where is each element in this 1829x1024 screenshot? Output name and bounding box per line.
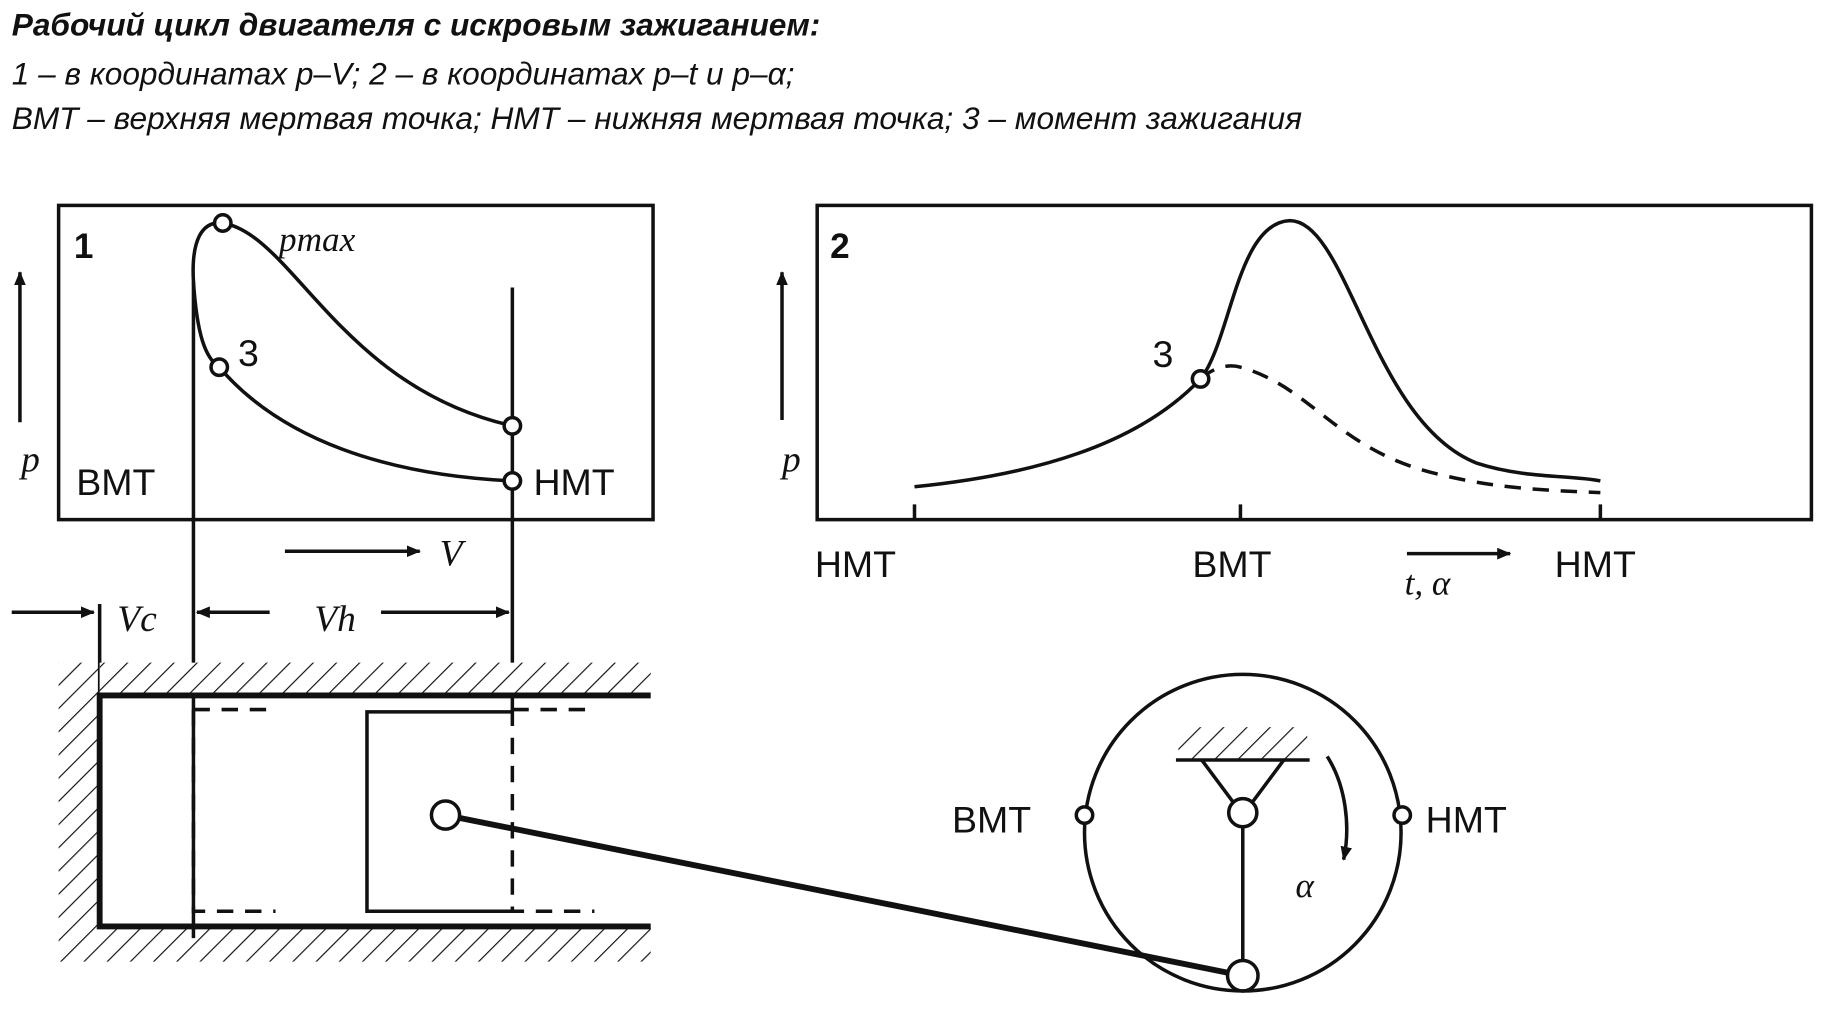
motoring-pressure-curve	[1199, 364, 1601, 495]
bdc-point	[502, 470, 523, 491]
crank-angle-label: α	[1296, 866, 1316, 905]
caption-line-3: ВМТ – верхняя мертвая точка; НМТ – нижня…	[12, 100, 1302, 136]
caption-line-2: 1 – в координатах p–V; 2 – в координатах…	[12, 56, 795, 92]
pt-p-label: p	[779, 440, 801, 481]
rotation-arrow-icon	[1325, 755, 1353, 861]
crank-tdc-label: ВМТ	[952, 799, 1031, 841]
pt-frame	[815, 203, 1814, 522]
compression-curve	[191, 281, 513, 483]
pt-ignition-label: 3	[1153, 333, 1174, 375]
pv-p-label: p	[18, 440, 40, 481]
pmax-label: pmax	[276, 220, 356, 259]
pt-tdc-label: ВМТ	[1192, 543, 1271, 585]
pt-diagram: 2 p 3 НМТ ВМТ НМТ t, α	[776, 203, 1814, 603]
crankshaft-center	[1226, 796, 1259, 829]
pv-frame	[56, 203, 655, 522]
cylinder-wall	[96, 692, 651, 930]
crank-bdc-point	[1392, 805, 1413, 826]
bdc-piston-outline	[510, 707, 595, 913]
v-axis-label: V	[440, 533, 467, 574]
pv-tdc-label: ВМТ	[76, 461, 155, 503]
crank-bdc-label: НМТ	[1426, 799, 1507, 841]
crank-pin	[1225, 958, 1260, 993]
connecting-rod	[444, 812, 1244, 979]
pt-x-axis-label: t, α	[1405, 564, 1452, 603]
piston-pin	[429, 799, 462, 831]
pv-ignition-label: 3	[238, 332, 259, 374]
ignition-point	[209, 357, 230, 378]
crank-tdc-point	[1074, 805, 1095, 826]
pt-bdc-left-label: НМТ	[815, 543, 896, 585]
combustion-pressure-curve	[914, 218, 1601, 489]
exhaust-point	[502, 415, 523, 436]
vc-label: Vc	[117, 599, 157, 640]
crank-mechanism: ВМТ НМТ α	[952, 672, 1507, 993]
tdc-piston-outline	[191, 707, 276, 913]
pmax-point	[212, 213, 233, 233]
pt-number: 2	[830, 227, 850, 266]
vh-label: Vh	[314, 599, 356, 640]
pv-diagram: 1 p pmax 3 ВМТ НМТ V Vc Vh	[11, 203, 655, 939]
piston	[365, 710, 513, 913]
pv-number: 1	[74, 227, 94, 266]
pt-ignition-point	[1190, 368, 1211, 389]
pt-bdc-right-label: НМТ	[1555, 543, 1636, 585]
expansion-curve	[191, 221, 513, 939]
caption-title: Рабочий цикл двигателя с искровым зажига…	[12, 6, 821, 42]
cylinder	[58, 662, 1244, 979]
pv-bdc-label: НМТ	[533, 461, 614, 503]
